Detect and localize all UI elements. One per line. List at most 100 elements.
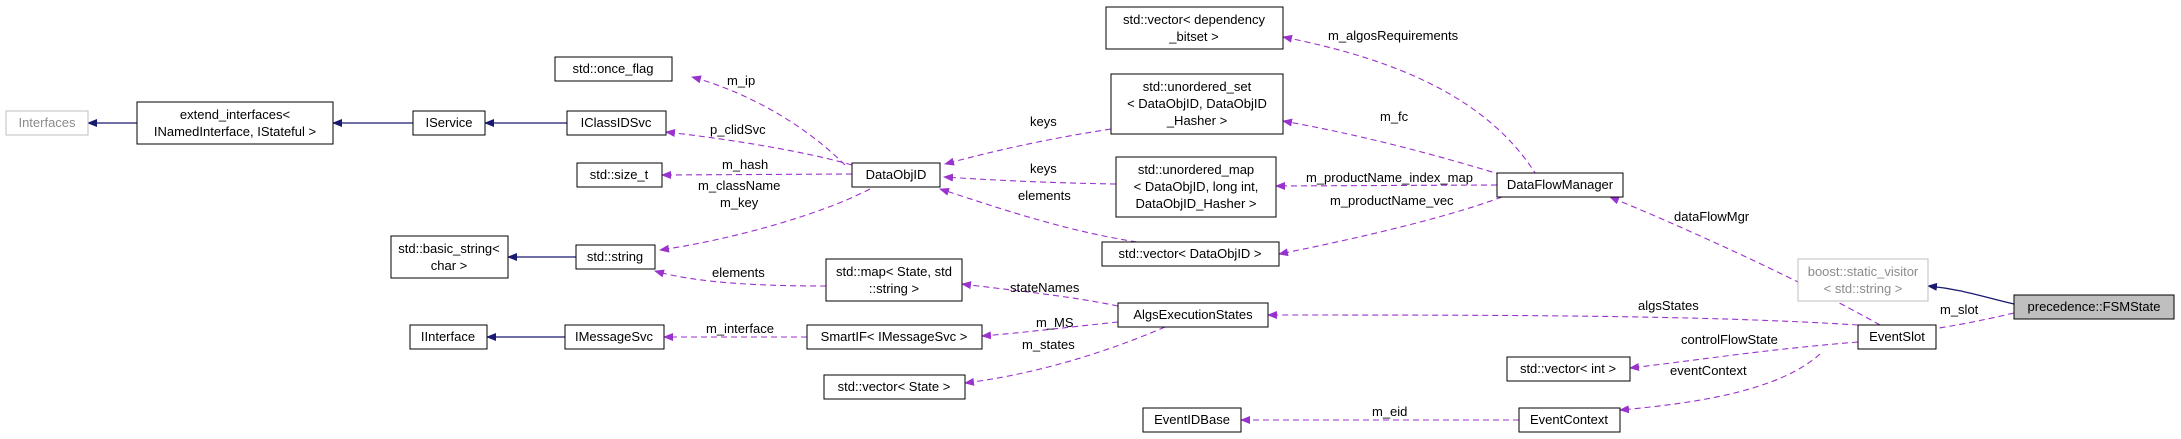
- edge-m-fc: [1282, 118, 1503, 176]
- node-label: _bitset >: [1168, 29, 1219, 44]
- edge-elements-vec: [939, 187, 1138, 243]
- node-label: EventSlot: [1869, 329, 1925, 344]
- node-label: extend_interfaces<: [180, 107, 290, 122]
- node-static-visitor[interactable]: boost::static_visitor < std::string >: [1797, 258, 1929, 302]
- node-label: EventIDBase: [1154, 412, 1230, 427]
- edge-controlflowstate: [1629, 341, 1859, 371]
- edge-fsmstate-to-static-visitor: [1927, 282, 2015, 305]
- usage-edges: [654, 34, 2015, 424]
- node-once-flag[interactable]: std::once_flag: [554, 56, 673, 82]
- node-label: INamedInterface, IStateful >: [154, 124, 316, 139]
- node-label: boost::static_visitor: [1808, 264, 1919, 279]
- node-label: std::size_t: [590, 167, 649, 182]
- label-m-fc: m_fc: [1380, 109, 1409, 124]
- node-label: IInterface: [421, 329, 475, 344]
- node-label: SmartIF< IMessageSvc >: [821, 329, 968, 344]
- node-label: std::vector< DataObjID >: [1118, 246, 1261, 261]
- node-label: DataObjID: [866, 167, 927, 182]
- node-vector-dataobjid[interactable]: std::vector< DataObjID >: [1101, 241, 1280, 267]
- label-m-classname: m_className: [698, 178, 780, 193]
- node-eventslot[interactable]: EventSlot: [1857, 324, 1937, 350]
- node-label: precedence::FSMState: [2028, 299, 2161, 314]
- node-iclassidsvc[interactable]: IClassIDSvc: [566, 110, 667, 136]
- node-imessagesvc[interactable]: IMessageSvc: [564, 324, 665, 350]
- node-label: DataFlowManager: [1507, 177, 1614, 192]
- node-interfaces[interactable]: Interfaces: [5, 110, 89, 136]
- node-label: std::once_flag: [573, 61, 654, 76]
- label-m-productname-vec: m_productName_vec: [1330, 193, 1454, 208]
- node-iservice[interactable]: IService: [412, 110, 486, 136]
- edge-m-hash: [661, 170, 853, 179]
- node-label: Interfaces: [18, 115, 76, 130]
- edge-label-layer: m_ip p_clidSvc m_hash m_className m_key …: [698, 28, 1979, 419]
- node-vector-state[interactable]: std::vector< State >: [823, 374, 966, 400]
- inheritance-edges: [87, 119, 2015, 341]
- node-fsmstate[interactable]: precedence::FSMState: [2013, 294, 2175, 320]
- edge-eventcontext: [1619, 353, 1821, 414]
- label-elements-vec: elements: [1018, 188, 1071, 203]
- node-string[interactable]: std::string: [575, 244, 656, 270]
- edge-statenames: [961, 281, 1119, 307]
- label-m-interface: m_interface: [706, 321, 774, 336]
- node-label: std::unordered_map: [1138, 162, 1254, 177]
- edge-m-ms: [981, 321, 1119, 340]
- node-basic-string[interactable]: std::basic_string< char >: [390, 235, 509, 279]
- label-m-ip: m_ip: [727, 73, 755, 88]
- node-label: DataObjID_Hasher >: [1135, 196, 1256, 211]
- node-label: std::vector< dependency: [1123, 12, 1266, 27]
- edge-m-classname-key: [659, 188, 871, 253]
- edge-p-clidsvc: [665, 129, 853, 166]
- edge-keys-set: [944, 128, 1112, 166]
- node-label: std::basic_string<: [398, 241, 500, 256]
- node-dataflowmanager[interactable]: DataFlowManager: [1496, 172, 1624, 198]
- node-label: < DataObjID, DataObjID: [1127, 96, 1267, 111]
- node-label: EventContext: [1530, 412, 1608, 427]
- label-m-key: m_key: [720, 195, 759, 210]
- node-label: < std::string >: [1824, 281, 1903, 296]
- node-label: std::vector< State >: [838, 379, 951, 394]
- node-label: ::string >: [869, 281, 919, 296]
- node-vector-int[interactable]: std::vector< int >: [1506, 356, 1631, 382]
- node-eventidbase[interactable]: EventIDBase: [1142, 407, 1242, 433]
- node-unordered-map[interactable]: std::unordered_map < DataObjID, long int…: [1115, 156, 1277, 218]
- label-eventcontext: eventContext: [1670, 363, 1747, 378]
- edge-m-states: [964, 326, 1166, 386]
- node-unordered-set[interactable]: std::unordered_set < DataObjID, DataObjI…: [1110, 73, 1284, 135]
- label-m-algosrequirements: m_algosRequirements: [1328, 28, 1459, 43]
- edge-m-productname-vec: [1278, 196, 1503, 257]
- node-label: IService: [426, 115, 473, 130]
- label-keys-map: keys: [1030, 161, 1057, 176]
- node-vector-bitset[interactable]: std::vector< dependency _bitset >: [1105, 6, 1284, 50]
- label-m-states: m_states: [1022, 337, 1075, 352]
- label-keys-set: keys: [1030, 114, 1057, 129]
- node-map-state[interactable]: std::map< State, std ::string >: [825, 258, 963, 302]
- node-label: AlgsExecutionStates: [1133, 307, 1253, 322]
- edge-dataflowmgr: [1609, 196, 1881, 326]
- label-m-hash: m_hash: [722, 157, 768, 172]
- node-label: std::string: [587, 249, 643, 264]
- node-layer: Interfaces extend_interfaces< INamedInte…: [5, 6, 2175, 433]
- node-label: char >: [431, 258, 468, 273]
- node-iinterface[interactable]: IInterface: [409, 324, 488, 350]
- edge-m-ip: [691, 75, 846, 166]
- label-p-clidsvc: p_clidSvc: [710, 122, 766, 137]
- label-elements-string: elements: [712, 265, 765, 280]
- node-label: < DataObjID, long int,: [1134, 179, 1259, 194]
- label-controlflowstate: controlFlowState: [1681, 332, 1778, 347]
- node-label: std::vector< int >: [1520, 361, 1616, 376]
- node-label: std::unordered_set: [1143, 79, 1252, 94]
- node-label: IMessageSvc: [575, 329, 654, 344]
- label-m-slot: m_slot: [1940, 302, 1979, 317]
- node-label: _Hasher >: [1166, 113, 1227, 128]
- edge-algsstates: [1267, 311, 1859, 326]
- node-smartif[interactable]: SmartIF< IMessageSvc >: [806, 324, 983, 350]
- node-extend-interfaces[interactable]: extend_interfaces< INamedInterface, ISta…: [136, 101, 334, 145]
- node-algs-execution-states[interactable]: AlgsExecutionStates: [1117, 302, 1269, 328]
- node-size-t[interactable]: std::size_t: [576, 162, 663, 188]
- edge-m-algosrequirements: [1282, 34, 1538, 177]
- edge-keys-map: [943, 173, 1117, 185]
- node-eventcontext[interactable]: EventContext: [1518, 407, 1621, 433]
- label-dataflowmgr: dataFlowMgr: [1674, 209, 1750, 224]
- node-dataobjid[interactable]: DataObjID: [851, 162, 941, 188]
